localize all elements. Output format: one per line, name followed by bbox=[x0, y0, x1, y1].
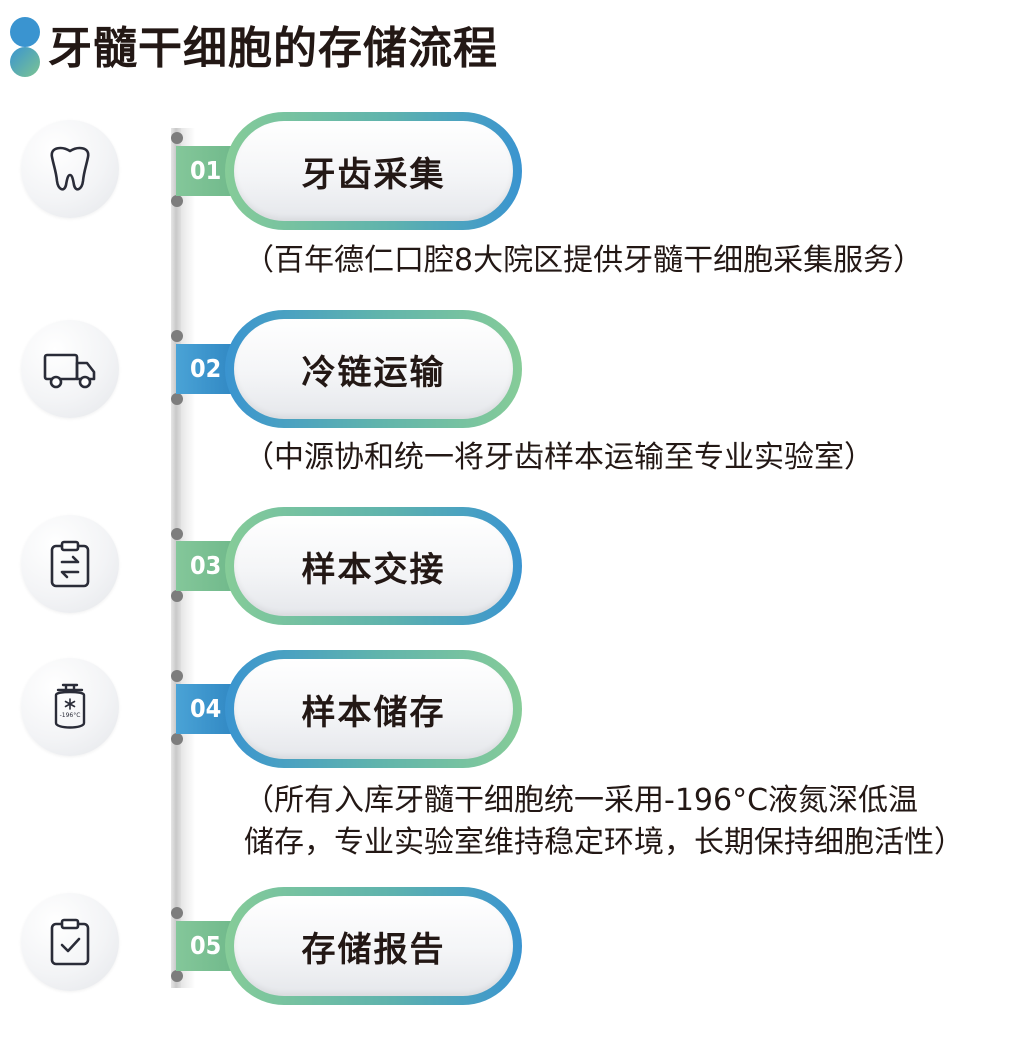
step-5-label: 存储报告 bbox=[301, 929, 446, 970]
step-3-bottom-dot bbox=[171, 590, 183, 602]
clipboard-check-icon bbox=[50, 918, 90, 966]
tooth-icon bbox=[50, 146, 90, 191]
step-2-bottom-dot bbox=[171, 393, 183, 405]
step-1-label: 牙齿采集 bbox=[301, 154, 446, 195]
truck-icon bbox=[43, 353, 96, 389]
step-4-description: （所有入库牙髓干细胞统一采用-196°C液氮深低温 储存，专业实验室维持稳定环境… bbox=[244, 783, 964, 860]
step-5-icon-circle bbox=[21, 893, 119, 991]
step-3-top-dot bbox=[171, 528, 183, 540]
step-3-pill: 样本交接 bbox=[225, 507, 522, 625]
step-1-bottom-dot bbox=[171, 195, 183, 207]
clipboard-transfer-icon bbox=[50, 540, 90, 588]
liquid-nitrogen-tank-icon: -196°C bbox=[54, 683, 86, 729]
step-2-description: （中源协和统一将牙齿样本运输至专业实验室） bbox=[244, 440, 874, 475]
step-2-label: 冷链运输 bbox=[301, 352, 446, 393]
step-1-pill: 牙齿采集 bbox=[225, 112, 522, 230]
page-title: 牙髓干细胞的存储流程 bbox=[48, 23, 498, 74]
step-5-bottom-dot bbox=[171, 970, 183, 982]
step-3-label: 样本交接 bbox=[301, 549, 446, 590]
step-5-pill: 存储报告 bbox=[225, 887, 522, 1005]
step-2-icon-circle bbox=[21, 320, 119, 418]
step-4-bottom-dot bbox=[171, 733, 183, 745]
step-2-pill: 冷链运输 bbox=[225, 310, 522, 428]
step-1-top-dot bbox=[171, 132, 183, 144]
title-dots-icon bbox=[10, 17, 40, 77]
step-2-top-dot bbox=[171, 330, 183, 342]
tank-temperature-text: -196°C bbox=[60, 712, 81, 719]
step-1-description: （百年德仁口腔8大院区提供牙髓干细胞采集服务） bbox=[244, 243, 924, 278]
step-1-icon-circle bbox=[21, 120, 119, 218]
step-3-icon-circle bbox=[21, 515, 119, 613]
step-4-label: 样本储存 bbox=[301, 692, 446, 733]
step-4-pill: 样本储存 bbox=[225, 650, 522, 768]
step-4-icon-circle: -196°C bbox=[21, 658, 119, 756]
step-5-top-dot bbox=[171, 907, 183, 919]
step-4-top-dot bbox=[171, 670, 183, 682]
